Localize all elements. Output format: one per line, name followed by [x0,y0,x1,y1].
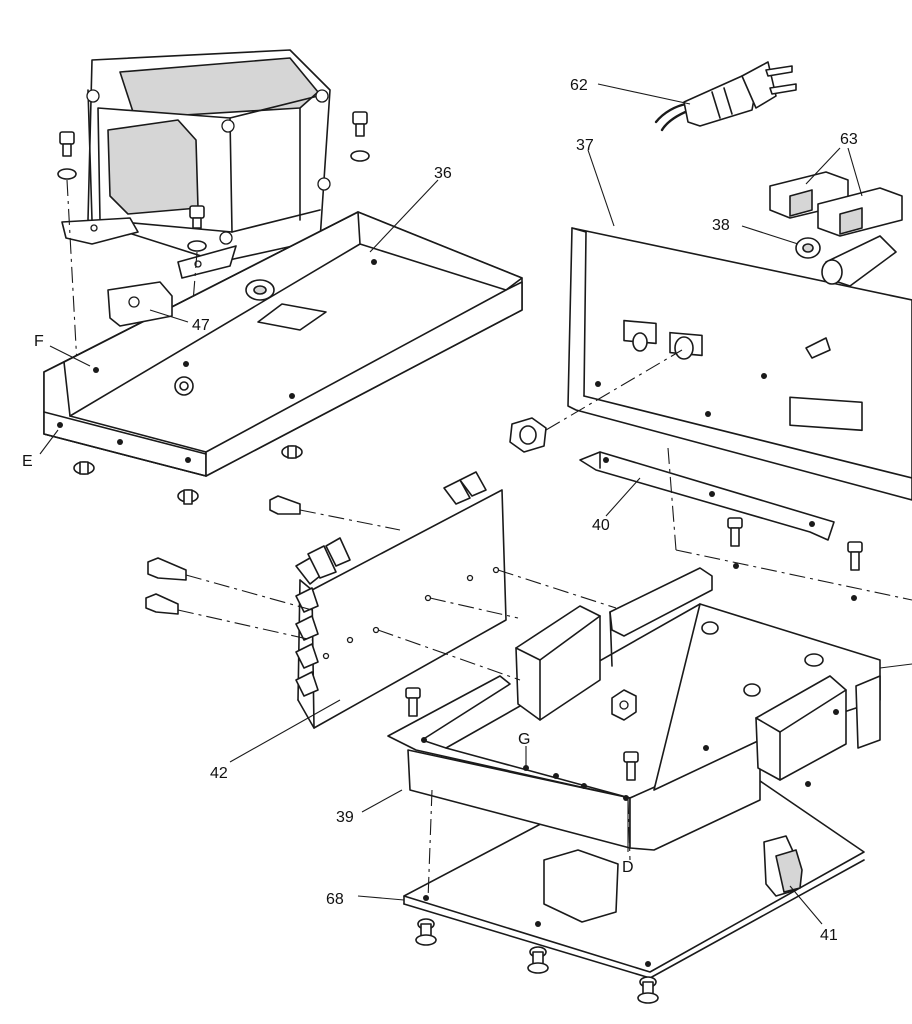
label-F: F [34,333,44,350]
circuit-board-42 [295,471,507,729]
pcb-bolts [145,495,617,681]
chassis-nut [611,689,637,721]
bracket-40 [579,447,835,551]
label-42: 42 [210,765,228,782]
label-40: 40 [592,517,610,534]
label-41: 41 [820,927,838,944]
label-47: 47 [192,317,210,334]
base-screws [415,918,659,1004]
label-E: E [22,453,33,470]
connector-block-63 [769,171,903,237]
label-36: 36 [434,165,452,182]
chassis-blocks [515,567,881,781]
chassis-tray-36 [43,211,523,477]
chassis-screws [405,517,912,781]
label-68: 68 [326,891,344,908]
label-37: 37 [576,137,594,154]
label-39: 39 [336,809,354,826]
bracket-41 [763,835,803,897]
part-labels: 62 63 37 38 36 47 F E 40 42 G 39 D 68 41 [22,77,858,944]
tray-screws [73,445,303,505]
power-cord-62 [654,61,797,132]
hex-nut [509,349,683,453]
label-63: 63 [840,131,858,148]
transformer [61,49,331,279]
front-panel-37 [567,227,912,501]
label-38: 38 [712,217,730,234]
label-62: 62 [570,77,588,94]
label-G: G [518,731,530,748]
label-D: D [622,859,634,876]
bracket-47 [107,281,173,327]
leader-lines [39,83,912,925]
